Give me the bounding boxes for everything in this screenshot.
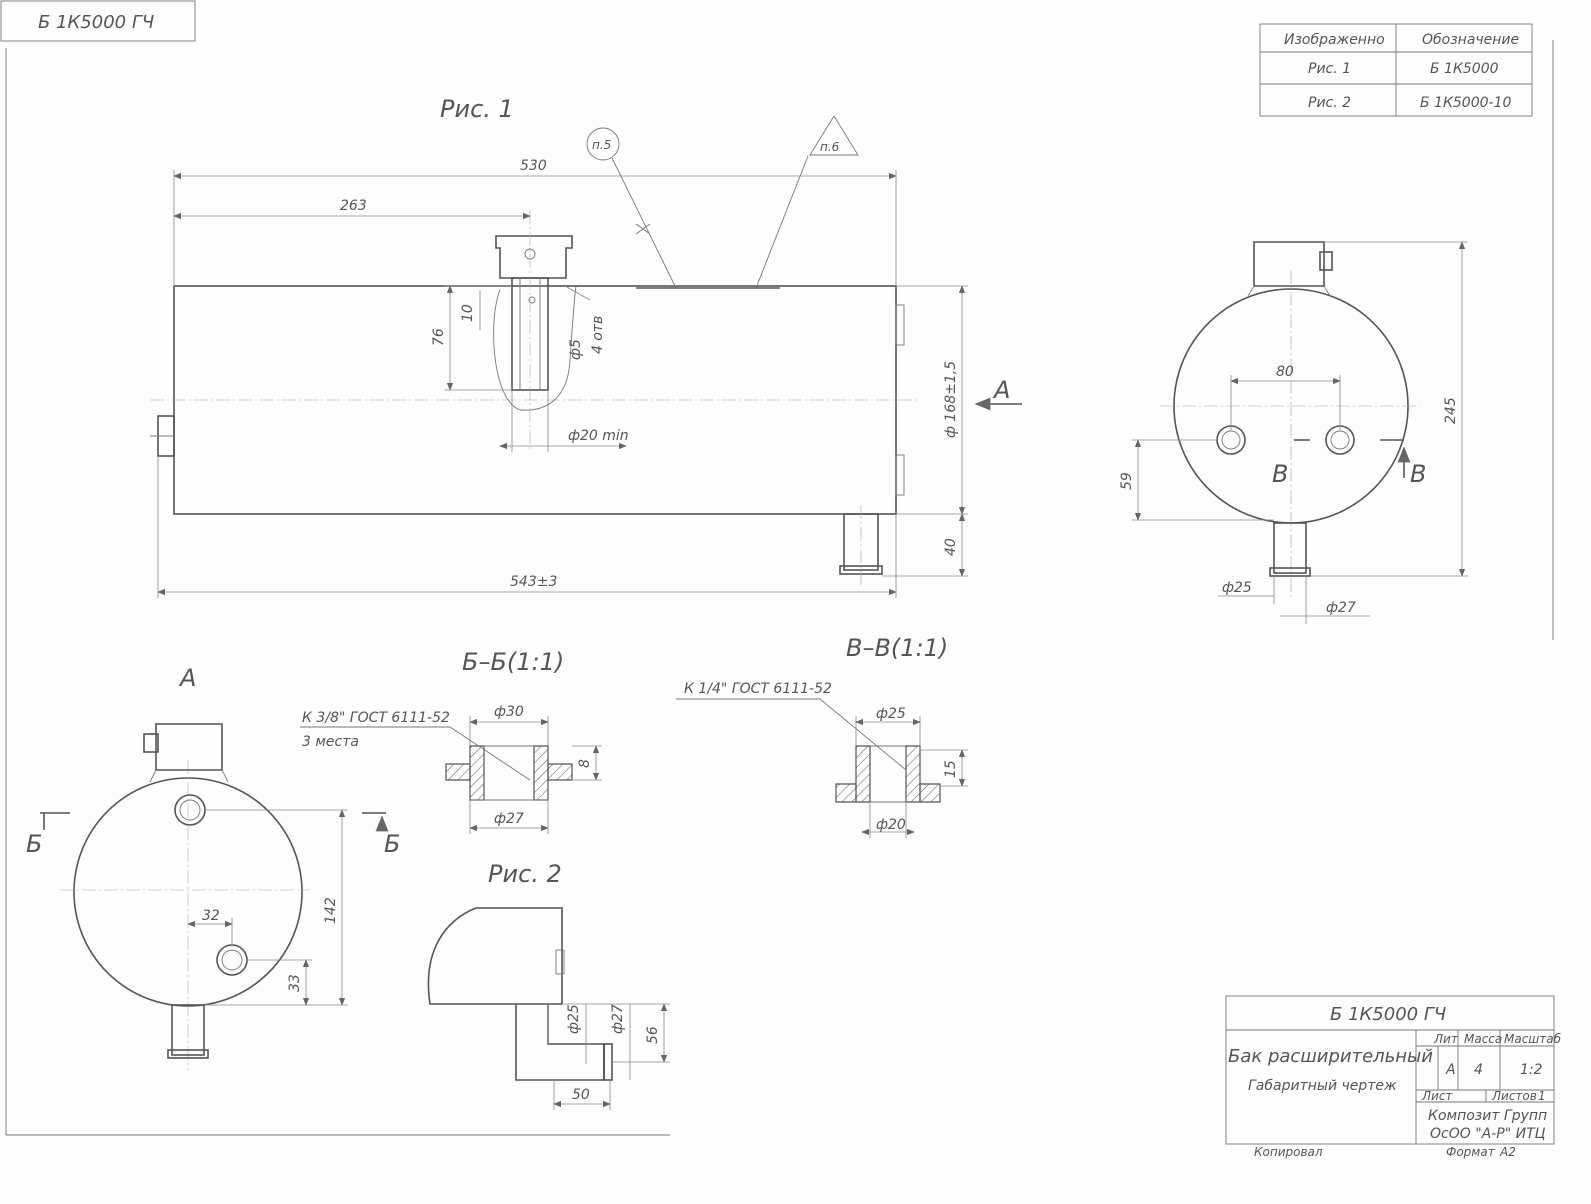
fig1-side-view: В В 80 245 59 ф25 ф27 [1119,241,1468,624]
title-scale-value: 1:2 [1520,1062,1543,1078]
callout-p5: п.5 [592,138,611,152]
dim-56: 56 [645,1026,661,1044]
view-a: А Б Б 32 142 33 [26,664,400,1070]
dim-530: 530 [520,158,547,174]
table-cell-designation-2: Б 1К5000-10 [1420,95,1511,111]
callout-3-places: 3 места [302,734,359,750]
dim-d27-fig2: ф27 [610,1004,626,1034]
title-scale-label: Масштаб [1504,1032,1562,1046]
section-mark-v-right: В [1410,460,1426,488]
doc-code-stamp: Б 1К5000 ГЧ [0,0,196,42]
title-format-label: Формат [1446,1145,1496,1159]
dim-76: 76 [431,328,447,346]
fig2-title: Рис. 2 [488,860,562,888]
dim-59: 59 [1119,472,1135,490]
title-lit-label: Лит [1433,1032,1459,1046]
title-subtitle: Габаритный чертеж [1248,1078,1397,1094]
dim-d25-vv: ф25 [876,706,906,722]
dim-245: 245 [1443,397,1459,424]
dim-50: 50 [572,1087,590,1103]
table-cell-image-2: Рис. 2 [1308,95,1351,111]
dim-d25-fig2: ф25 [566,1004,582,1034]
doc-code-text: Б 1К5000 ГЧ [38,12,154,33]
table-header-image: Изображенно [1284,32,1385,48]
callout-thread-14: К 1/4" ГОСТ 6111-52 [684,681,832,697]
dim-40: 40 [943,538,959,556]
table-cell-designation-1: Б 1К5000 [1430,61,1499,77]
section-bb-title: Б–Б(1:1) [462,648,564,676]
section-mark-b-left: Б [26,830,42,858]
dim-15: 15 [943,760,959,778]
table-header-designation: Обозначение [1422,32,1519,48]
title-lit-value: А [1445,1062,1456,1078]
dim-d5: ф5 [568,339,584,360]
dim-10: 10 [460,304,476,322]
title-sheets-label: Листов [1491,1089,1537,1103]
title-format-value: А2 [1499,1145,1516,1159]
fig2-view: Рис. 2 ф25 ф27 56 50 [427,860,670,1110]
view-arrow-a-label: А [992,376,1010,404]
title-copied: Копировал [1254,1145,1323,1159]
dim-142: 142 [323,897,339,924]
dim-d27-side: ф27 [1326,600,1356,616]
title-company-1: Композит Групп [1428,1108,1547,1124]
dim-d20-vv: ф20 [876,817,906,833]
title-company-2: ОсОО "А-Р" ИТЦ [1430,1126,1546,1142]
title-block: Б 1К5000 ГЧ Лит Масса Масштаб А 4 1:2 Ли… [1225,995,1562,1159]
image-designation-table: Изображенно Обозначение Рис. 1 Б 1К5000 … [1259,23,1533,117]
dim-8: 8 [577,759,593,768]
fig1-front-view: Рис. 1 п.5 п.6 [150,95,1022,598]
dim-4-holes: 4 отв [590,316,606,354]
title-code: Б 1К5000 ГЧ [1330,1004,1446,1025]
title-sheet-label: Лист [1421,1089,1453,1103]
title-sheets-value: 1 [1538,1089,1546,1103]
dim-32: 32 [202,908,220,924]
dim-d20-min: ф20 min [568,428,629,444]
dim-d168: ф 168±1,5 [943,361,959,438]
table-cell-image-1: Рис. 1 [1308,61,1351,77]
dim-543: 543±3 [510,574,557,590]
title-mass-value: 4 [1474,1062,1483,1078]
dim-d27-bb: ф27 [494,811,524,827]
dim-d25-side: ф25 [1222,580,1252,596]
section-bb: Б–Б(1:1) К 3/8" ГОСТ 6111-52 3 места ф30… [300,648,602,834]
section-vv-title: В–В(1:1) [846,634,948,662]
fig1-title: Рис. 1 [440,95,514,123]
title-mass-label: Масса [1464,1032,1502,1046]
callout-thread-38: К 3/8" ГОСТ 6111-52 [302,710,450,726]
section-vv: В–В(1:1) К 1/4" ГОСТ 6111-52 ф25 15 ф20 [676,634,968,838]
section-mark-b-right: Б [384,830,400,858]
dim-263: 263 [340,198,367,214]
sheet-frame [5,40,1554,1136]
dim-d30: ф30 [494,704,524,720]
view-a-title: А [178,664,196,692]
dim-80: 80 [1276,364,1294,380]
section-mark-v-left: В [1272,460,1288,488]
dim-33: 33 [287,974,303,992]
title-name: Бак расширительный [1228,1046,1433,1067]
callout-p6: п.6 [820,140,840,154]
